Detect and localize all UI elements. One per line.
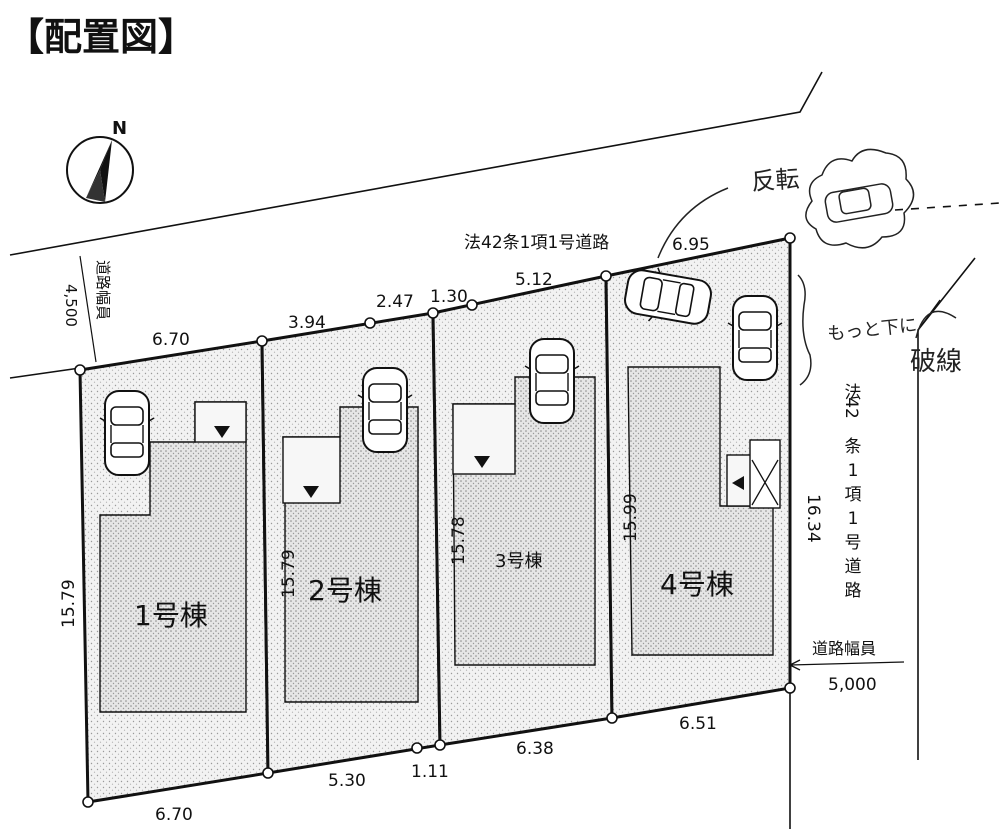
east-road-label-char: 道 <box>845 557 862 577</box>
building-label: 4号棟 <box>660 568 734 601</box>
west-road-width-label: 道路幅員 <box>94 260 112 320</box>
entry-arrow-icon <box>474 456 490 468</box>
dimension-label: 6.95 <box>672 235 710 255</box>
dimension-label: 5.12 <box>515 270 553 290</box>
building-label: 2号棟 <box>308 574 382 607</box>
dimension-label: 2.47 <box>376 292 414 312</box>
depth-label: 15.79 <box>279 549 299 598</box>
car-icon <box>727 295 783 381</box>
building-1-footprint <box>99 401 247 713</box>
depth-label: 16.34 <box>803 494 823 543</box>
building-label: 1号棟 <box>134 599 208 632</box>
building-label: 3号棟 <box>495 551 542 572</box>
east-road-label-char: 号 <box>845 533 862 553</box>
survey-points <box>74 232 796 808</box>
dimension-label: 6.38 <box>516 739 554 759</box>
car-icon <box>524 338 580 424</box>
dimension-label: 5.30 <box>328 771 366 791</box>
depth-label: 15.79 <box>59 579 79 628</box>
east-road-width: 道路幅員 5,000 <box>789 639 905 695</box>
dimension-label: 6.70 <box>152 330 190 350</box>
east-road-label-char: 法 <box>845 383 862 403</box>
east-road-label-char: 1 <box>848 461 859 481</box>
east-road-label-char: 条 <box>845 437 862 457</box>
page-title: 【配置図】 <box>6 15 196 59</box>
entry-arrow-icon <box>214 426 230 438</box>
east-road-label-char: 1 <box>848 509 859 529</box>
car-icon <box>99 390 155 476</box>
dimension-label: 1.30 <box>430 287 468 307</box>
dimension-label: 6.51 <box>679 714 717 734</box>
car-icon <box>357 367 413 453</box>
entry-arrow-icon <box>303 486 319 498</box>
east-road-width-value: 5,000 <box>828 675 877 695</box>
north-road-label: 法42条1項1号道路 <box>464 233 609 253</box>
depth-label: 15.99 <box>621 493 641 542</box>
entry-1 <box>194 401 247 443</box>
west-road-width-value: 4,500 <box>62 284 80 327</box>
dimension-label: 3.94 <box>288 313 326 333</box>
dashed-line-note: 破線 <box>910 347 962 377</box>
depth-label: 15.78 <box>449 516 469 565</box>
move-down-note: もっと下に <box>826 315 918 345</box>
east-road-label-char: 42 <box>841 397 861 419</box>
turnaround-cloud <box>657 148 957 386</box>
north-arrow-icon <box>66 136 134 204</box>
turnaround-note: 反転 <box>750 165 800 196</box>
east-road-label-char: 項 <box>845 485 862 505</box>
dimension-label: 1.11 <box>411 762 449 782</box>
north-label: N <box>112 118 127 139</box>
east-road-width-label: 道路幅員 <box>812 639 876 658</box>
dimension-label: 6.70 <box>155 805 193 825</box>
east-road-label-char: 路 <box>845 581 862 601</box>
entry-arrow-icon <box>732 476 744 490</box>
